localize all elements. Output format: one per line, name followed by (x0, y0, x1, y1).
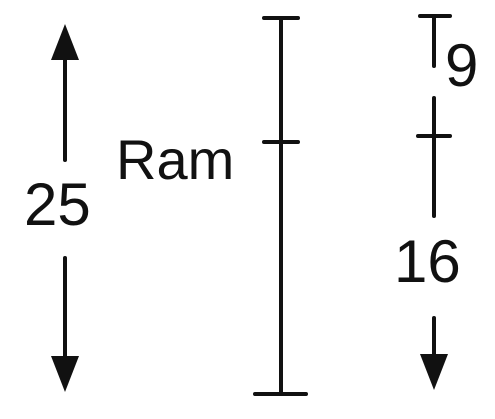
upper-segment-label: 9 (445, 32, 479, 99)
lower-segment-label: 16 (394, 228, 461, 295)
person-name-label: Ram (116, 128, 235, 191)
total-arrow-up-head (51, 24, 79, 60)
total-value-label: 25 (24, 171, 91, 238)
lower-segment-arrow-head (420, 354, 448, 390)
total-arrow-down-head (51, 356, 79, 392)
